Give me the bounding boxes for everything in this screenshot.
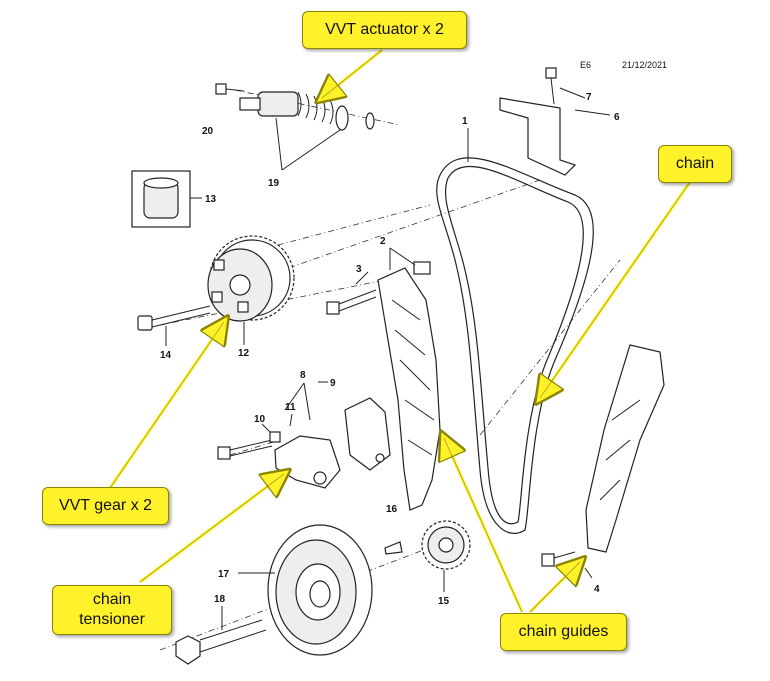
tensioner-blade-4 [585, 344, 665, 553]
spacer-2 [413, 261, 431, 275]
callout-vvt-actuator-text: VVT actuator x 2 [325, 21, 444, 38]
label-5: 5 [572, 572, 578, 583]
label-17: 17 [218, 569, 230, 580]
label-15: 15 [438, 596, 450, 607]
label-4: 4 [594, 584, 600, 595]
label-16: 16 [386, 504, 398, 515]
vvt-gear-12 [207, 235, 295, 322]
label-11: 11 [285, 402, 296, 413]
label-13: 13 [205, 194, 217, 205]
bolt-3 [326, 289, 377, 315]
label-19: 19 [268, 178, 280, 189]
bracket-6 [499, 97, 577, 176]
label-1: 1 [462, 116, 468, 127]
seal-13 [131, 170, 191, 228]
bolt-7 [545, 67, 557, 105]
pulley-bolt-18 [175, 619, 267, 665]
callout-vvt-actuator: VVT actuator x 2 [302, 11, 467, 49]
bolt-5 [541, 551, 576, 567]
callout-vvt-gear: VVT gear x 2 [42, 487, 169, 525]
header-date: 21/12/2021 [622, 60, 667, 70]
callout-chain-guides: chain guides [500, 613, 627, 651]
chain-tensioner-assembly [217, 397, 391, 489]
label-6: 6 [614, 112, 620, 123]
callout-chain-tensioner-line1: chain [92, 591, 132, 608]
bolt-20 [215, 83, 245, 95]
callout-chain-text: chain [675, 155, 715, 172]
callout-vvt-gear-text: VVT gear x 2 [58, 497, 153, 514]
label-9: 9 [330, 378, 336, 389]
callout-chain-guides-text: chain guides [518, 623, 609, 640]
callout-chain: chain [658, 145, 732, 183]
label-10: 10 [254, 414, 266, 425]
bolt-14 [137, 305, 211, 331]
crank-pulley-17 [267, 524, 373, 656]
timing-chain-1 [436, 157, 594, 534]
label-14: 14 [160, 350, 172, 361]
label-12: 12 [238, 348, 250, 359]
callout-chain-tensioner: chain tensioner [52, 585, 172, 635]
crank-sprocket-15 [384, 520, 471, 570]
label-8: 8 [300, 370, 306, 381]
header-code: E6 [580, 60, 591, 70]
callout-chain-tensioner-line2: tensioner [79, 611, 145, 628]
callout-arrows [108, 48, 692, 614]
chain-guide-16 [377, 267, 441, 511]
label-3: 3 [356, 264, 362, 275]
label-2: 2 [380, 236, 386, 247]
label-7: 7 [586, 92, 592, 103]
label-20: 20 [202, 126, 214, 137]
vvt-actuator-19 [239, 91, 375, 131]
label-18: 18 [214, 594, 226, 605]
